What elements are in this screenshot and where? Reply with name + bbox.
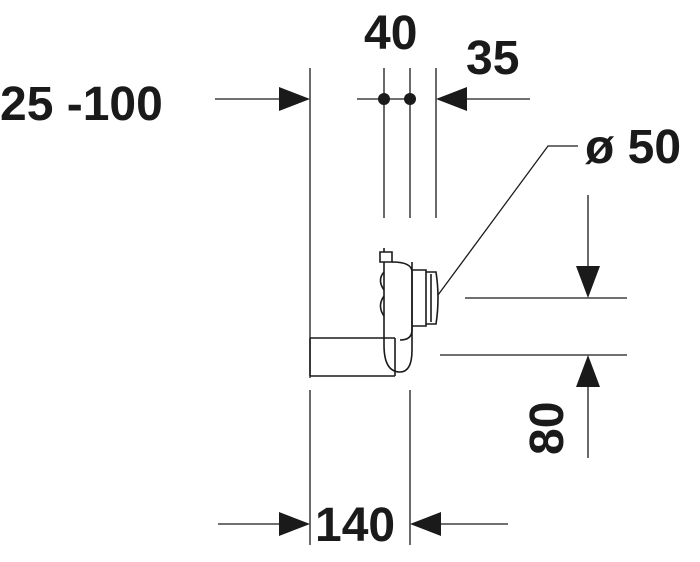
leader-line (437, 145, 578, 296)
height-80-label: 80 (521, 402, 574, 455)
top-cap (379, 251, 393, 263)
extension-lines (309, 68, 627, 545)
flange-bumps (379, 271, 385, 317)
dot-marker (378, 93, 390, 105)
diameter-label: ø 50 (585, 121, 681, 174)
wall-distance-label: 25 -100 (0, 78, 163, 131)
dot-marker (404, 93, 416, 105)
inlet-pipe (309, 337, 395, 377)
arrowhead (436, 87, 467, 111)
arrowhead (279, 87, 310, 111)
siphon-part (309, 248, 439, 377)
arrowhead (576, 266, 600, 298)
outlet-ring-1 (412, 269, 427, 327)
length-140-label: 140 (315, 499, 395, 552)
arrowhead (410, 512, 441, 536)
spacing-40-label: 40 (364, 7, 417, 60)
arrowhead (279, 512, 310, 536)
dimension-height: 80 (521, 195, 600, 458)
spacing-35-label: 35 (466, 32, 519, 85)
dimension-length: 140 (218, 499, 508, 552)
dimension-wall-distance: 25 -100 (0, 78, 310, 131)
housing (391, 261, 413, 341)
outlet-ring-2 (426, 271, 439, 325)
arrowhead (576, 355, 600, 387)
vertical-body (383, 262, 413, 373)
dimension-spacing: 40 35 (357, 7, 530, 111)
dimension-outlet-diameter: ø 50 (437, 121, 681, 296)
